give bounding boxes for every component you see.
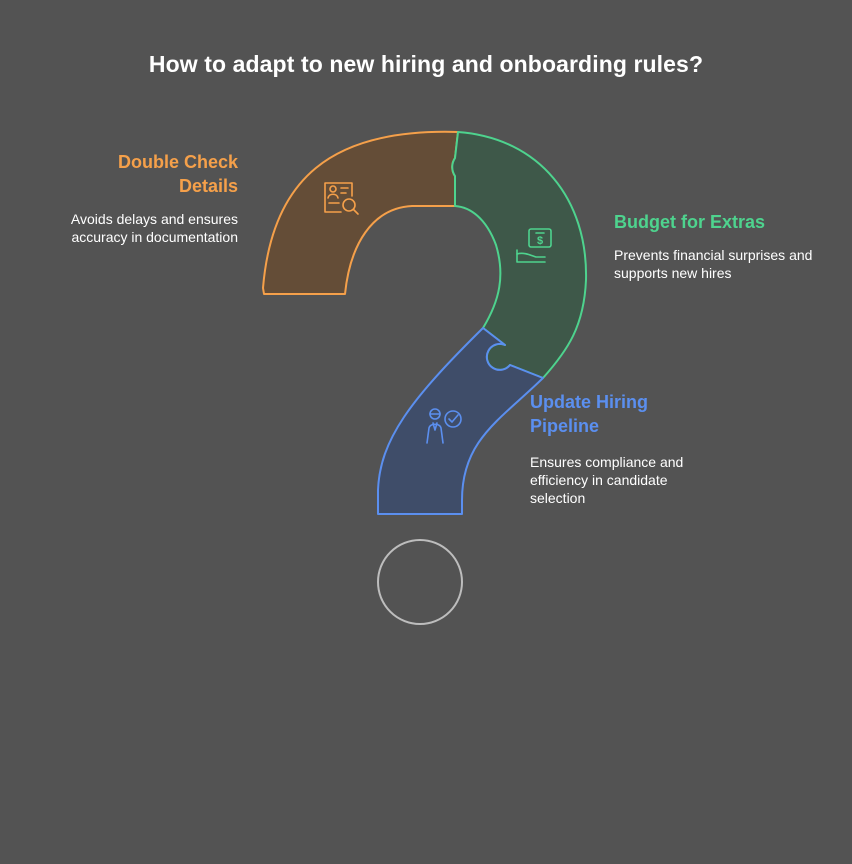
desc-double-check-details: Avoids delays and ensures accuracy in do… [40, 210, 238, 246]
label-double-check-details: Double Check Details [60, 150, 238, 198]
desc-text: Avoids delays and ensures accuracy in do… [70, 211, 238, 245]
money-hand-icon: $ [516, 228, 552, 263]
label-text: Double Check Details [117, 152, 238, 196]
desc-text: Ensures compliance and efficiency in can… [530, 454, 684, 506]
person-check-icon [426, 408, 462, 444]
document-search-icon [324, 182, 359, 215]
desc-update-hiring-pipeline: Ensures compliance and efficiency in can… [530, 453, 710, 507]
question-mark-dot [377, 539, 463, 625]
piece-double-check-details [262, 130, 459, 295]
diagram-title: How to adapt to new hiring and onboardin… [148, 51, 704, 77]
label-budget-for-extras: Budget for Extras [614, 210, 834, 234]
label-text: Budget for Extras [614, 212, 766, 232]
desc-text: Prevents financial surprises and support… [614, 247, 813, 281]
svg-text:$: $ [537, 235, 543, 247]
desc-budget-for-extras: Prevents financial surprises and support… [614, 246, 814, 282]
label-text: Update Hiring Pipeline [530, 392, 649, 436]
label-update-hiring-pipeline: Update Hiring Pipeline [530, 390, 680, 438]
